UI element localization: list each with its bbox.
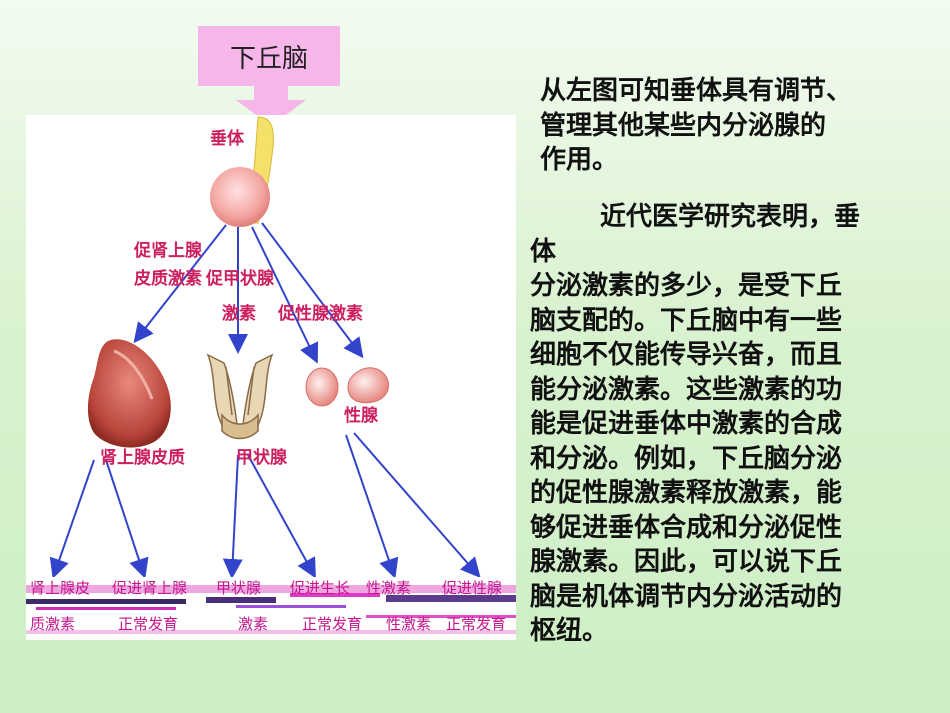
hypothalamus-label: 下丘脑 <box>229 43 308 74</box>
bottom-row2-item: 激素 <box>238 615 269 633</box>
research-paragraph: 近代医学研究表明，垂 体 分泌激素的多少，是受下丘 脑支配的。下丘脑中有一些 细… <box>530 200 935 649</box>
gonad-left <box>305 367 339 407</box>
research-line: 和分泌。例如，下丘脑分泌 <box>530 443 843 474</box>
gonadotropin-label: 促性腺激素 <box>278 304 363 324</box>
hypothalamus-box: 下丘脑 <box>198 26 340 86</box>
research-line: 的促性腺激素释放激素，能 <box>530 478 843 508</box>
adrenal-cortex-label: 肾上腺皮质 <box>100 448 185 468</box>
bottom-row2-item: 正常发育 <box>302 615 363 633</box>
arrow-to-gonad-1 <box>251 226 319 364</box>
research-line: 分泌激素的多少，是受下丘 <box>530 271 843 301</box>
research-line: 近代医学研究表明，垂 <box>600 202 861 232</box>
bottom-row2-item: 质激素 <box>30 615 76 633</box>
research-line: 脑是机体调节内分泌活动的 <box>530 581 843 612</box>
gonad-label: 性腺 <box>344 406 378 426</box>
arrow-to-gonad-2 <box>261 222 364 359</box>
pituitary-gland <box>210 167 270 227</box>
intro-paragraph: 从左图可知垂体具有调节、 管理其他某些内分泌腺的 作用。 <box>540 74 920 178</box>
arrow-gonad-1 <box>345 434 399 579</box>
bottom-row1-item: 促进性腺 <box>442 579 503 597</box>
tsh-label-line1: 促甲状腺 <box>206 269 274 289</box>
research-line: 能分泌激素。这些激素的功 <box>530 374 843 405</box>
thyroid-gland <box>206 353 274 440</box>
acth-label-line2: 皮质激素 <box>134 269 202 289</box>
bottom-row1-item: 性激素 <box>366 579 412 597</box>
research-line: 枢纽。 <box>530 616 609 646</box>
arrow-gonad-2 <box>353 432 481 579</box>
arrow-thyroid-2 <box>247 454 316 579</box>
bottom-row1-item: 促进肾上腺 <box>112 579 188 597</box>
bottom-row1-item: 肾上腺皮 <box>30 579 91 597</box>
research-line: 细胞不仅能传导兴奋，而且 <box>530 340 843 370</box>
adrenal-gland <box>87 339 171 448</box>
research-line: 脑支配的。下丘脑中有一些 <box>530 305 843 336</box>
bottom-row1-item: 促进生长 <box>290 579 351 597</box>
gonad-right <box>347 367 390 404</box>
tsh-label-line2: 激素 <box>222 304 256 324</box>
down-arrow-icon <box>236 86 306 126</box>
arrow-thyroid-1 <box>222 454 243 579</box>
bottom-row2-item: 正常发育 <box>118 615 179 633</box>
intro-line: 从左图可知垂体具有调节、 <box>540 76 853 106</box>
bottom-row1-item: 甲状腺 <box>216 579 262 597</box>
thyroid-label: 甲状腺 <box>236 448 287 468</box>
research-line: 腺激素。因此，可以说下丘 <box>530 547 843 577</box>
bottom-row2-item: 性激素 <box>386 615 432 633</box>
intro-line: 作用。 <box>540 145 619 175</box>
acth-label-line1: 促肾上腺 <box>134 241 202 261</box>
research-line: 够促进垂体合成和分泌促性 <box>530 512 843 543</box>
arrow-adrenal-1 <box>49 459 95 579</box>
intro-line: 管理其他某些内分泌腺的 <box>540 110 827 141</box>
research-line: 体 <box>530 236 557 267</box>
noise-band <box>26 577 516 640</box>
arrow-adrenal-2 <box>105 459 149 579</box>
bottom-row2-item: 正常发育 <box>446 615 507 633</box>
arrow-to-adrenal <box>133 224 227 344</box>
endocrine-diagram: 垂体 促肾上腺 皮质激素 促甲状腺 激素 促性腺激素 性腺 肾上腺皮质 甲状腺 … <box>26 115 516 640</box>
pituitary-label: 垂体 <box>210 129 244 149</box>
research-line: 能是促进垂体中激素的合成 <box>530 409 843 439</box>
diagram-graphics <box>26 116 516 640</box>
